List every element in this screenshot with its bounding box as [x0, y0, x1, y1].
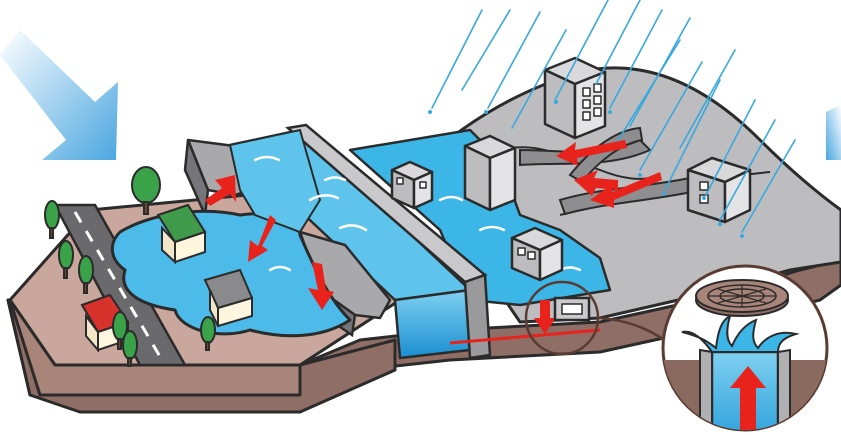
building-mid: [465, 136, 515, 210]
wind-arrow-right: [826, 105, 841, 160]
building-tall: [545, 58, 605, 138]
embankment-face: [465, 275, 490, 358]
river-deep: [395, 290, 470, 358]
building-right: [688, 158, 750, 222]
wind-arrow-left: [0, 30, 118, 160]
manhole-cover-icon: [696, 280, 788, 316]
building-small-bottom: [512, 228, 562, 280]
building-small-left: [392, 162, 432, 208]
